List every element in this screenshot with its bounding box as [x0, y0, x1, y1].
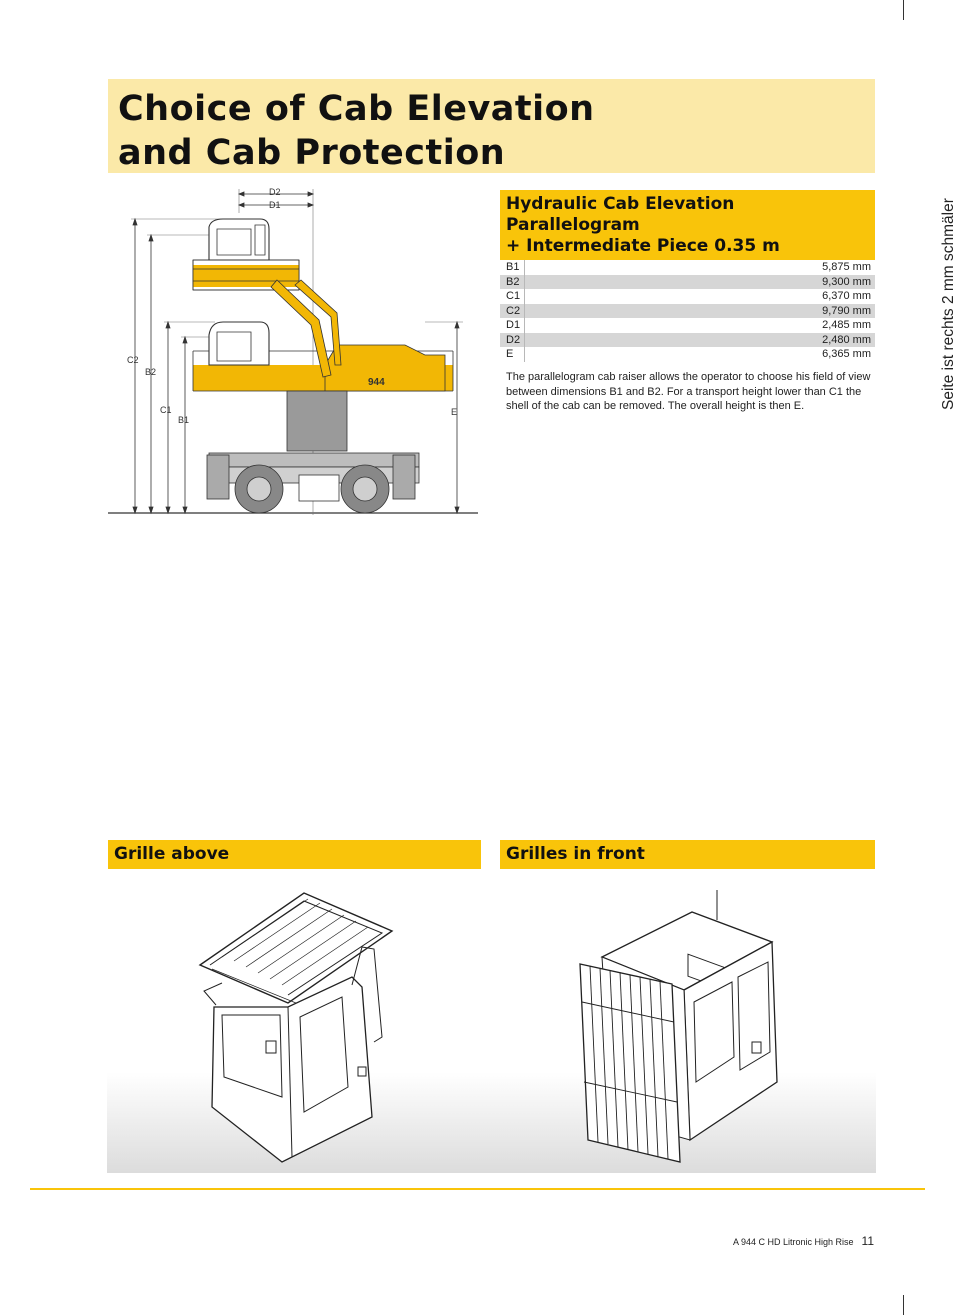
spec-value: 6,365 mm: [822, 348, 871, 360]
page-number: 11: [861, 1234, 874, 1248]
spec-value: 6,370 mm: [822, 290, 871, 302]
spec-value: 9,790 mm: [524, 303, 875, 318]
spec-heading: Hydraulic Cab Elevation Parallelogram + …: [506, 194, 780, 256]
label-c1: C1: [160, 405, 172, 415]
grille-above-heading-band: Grille above: [108, 840, 481, 869]
parallelogram-arm: [270, 279, 342, 378]
grilles-front-heading-band: Grilles in front: [500, 840, 875, 869]
spec-heading-band: Hydraulic Cab Elevation Parallelogram + …: [500, 190, 875, 260]
table-row: B1 5,875 mm: [500, 260, 875, 275]
machine-badge: 944: [368, 377, 385, 388]
cab-elevation-diagram: 944 D2 D1 C2 B2 C1 B1 E: [108, 187, 478, 515]
page-title: Choice of Cab Elevation and Cab Protecti…: [118, 89, 595, 173]
spec-value: 9,300 mm: [524, 274, 875, 289]
grilles-front-heading: Grilles in front: [506, 844, 645, 864]
footer-rule: [30, 1188, 925, 1190]
spec-value: 5,875 mm: [822, 261, 871, 273]
spec-key: D2: [500, 332, 526, 347]
spec-value: 2,480 mm: [524, 332, 875, 347]
spec-key: B1: [500, 260, 526, 275]
label-d1: D1: [269, 200, 281, 210]
undercarriage: [206, 390, 420, 514]
raised-cab: [192, 218, 300, 291]
cab-grilles-front-illustration: [579, 890, 778, 1163]
spec-key: D1: [500, 318, 526, 333]
spec-key: C2: [500, 303, 526, 318]
label-b2: B2: [145, 367, 156, 377]
spec-description: The parallelogram cab raiser allows the …: [506, 371, 871, 412]
side-note: Seite ist rechts 2 mm schmäler: [940, 198, 954, 410]
footer: A 944 C HD Litronic High Rise 11: [733, 1234, 874, 1248]
spec-key: E: [500, 347, 526, 362]
cab-grille-above-illustration: [198, 892, 394, 1163]
spec-key: B2: [500, 274, 526, 289]
spec-key: C1: [500, 289, 526, 304]
label-b1: B1: [178, 415, 189, 425]
table-row: C1 6,370 mm: [500, 289, 875, 304]
crop-mark-bottom: [903, 1295, 904, 1315]
grille-above-heading: Grille above: [114, 844, 230, 864]
grille-illustrations: [107, 877, 876, 1173]
spec-value: 2,485 mm: [822, 319, 871, 331]
table-row: D1 2,485 mm: [500, 318, 875, 333]
crop-mark-top: [903, 0, 904, 20]
label-d2: D2: [269, 187, 281, 197]
label-e: E: [451, 407, 457, 417]
footer-model: A 944 C HD Litronic High Rise: [732, 1237, 854, 1247]
title-band: Choice of Cab Elevation and Cab Protecti…: [108, 79, 875, 173]
label-c2: C2: [127, 355, 139, 365]
table-row: E 6,365 mm: [500, 347, 875, 362]
